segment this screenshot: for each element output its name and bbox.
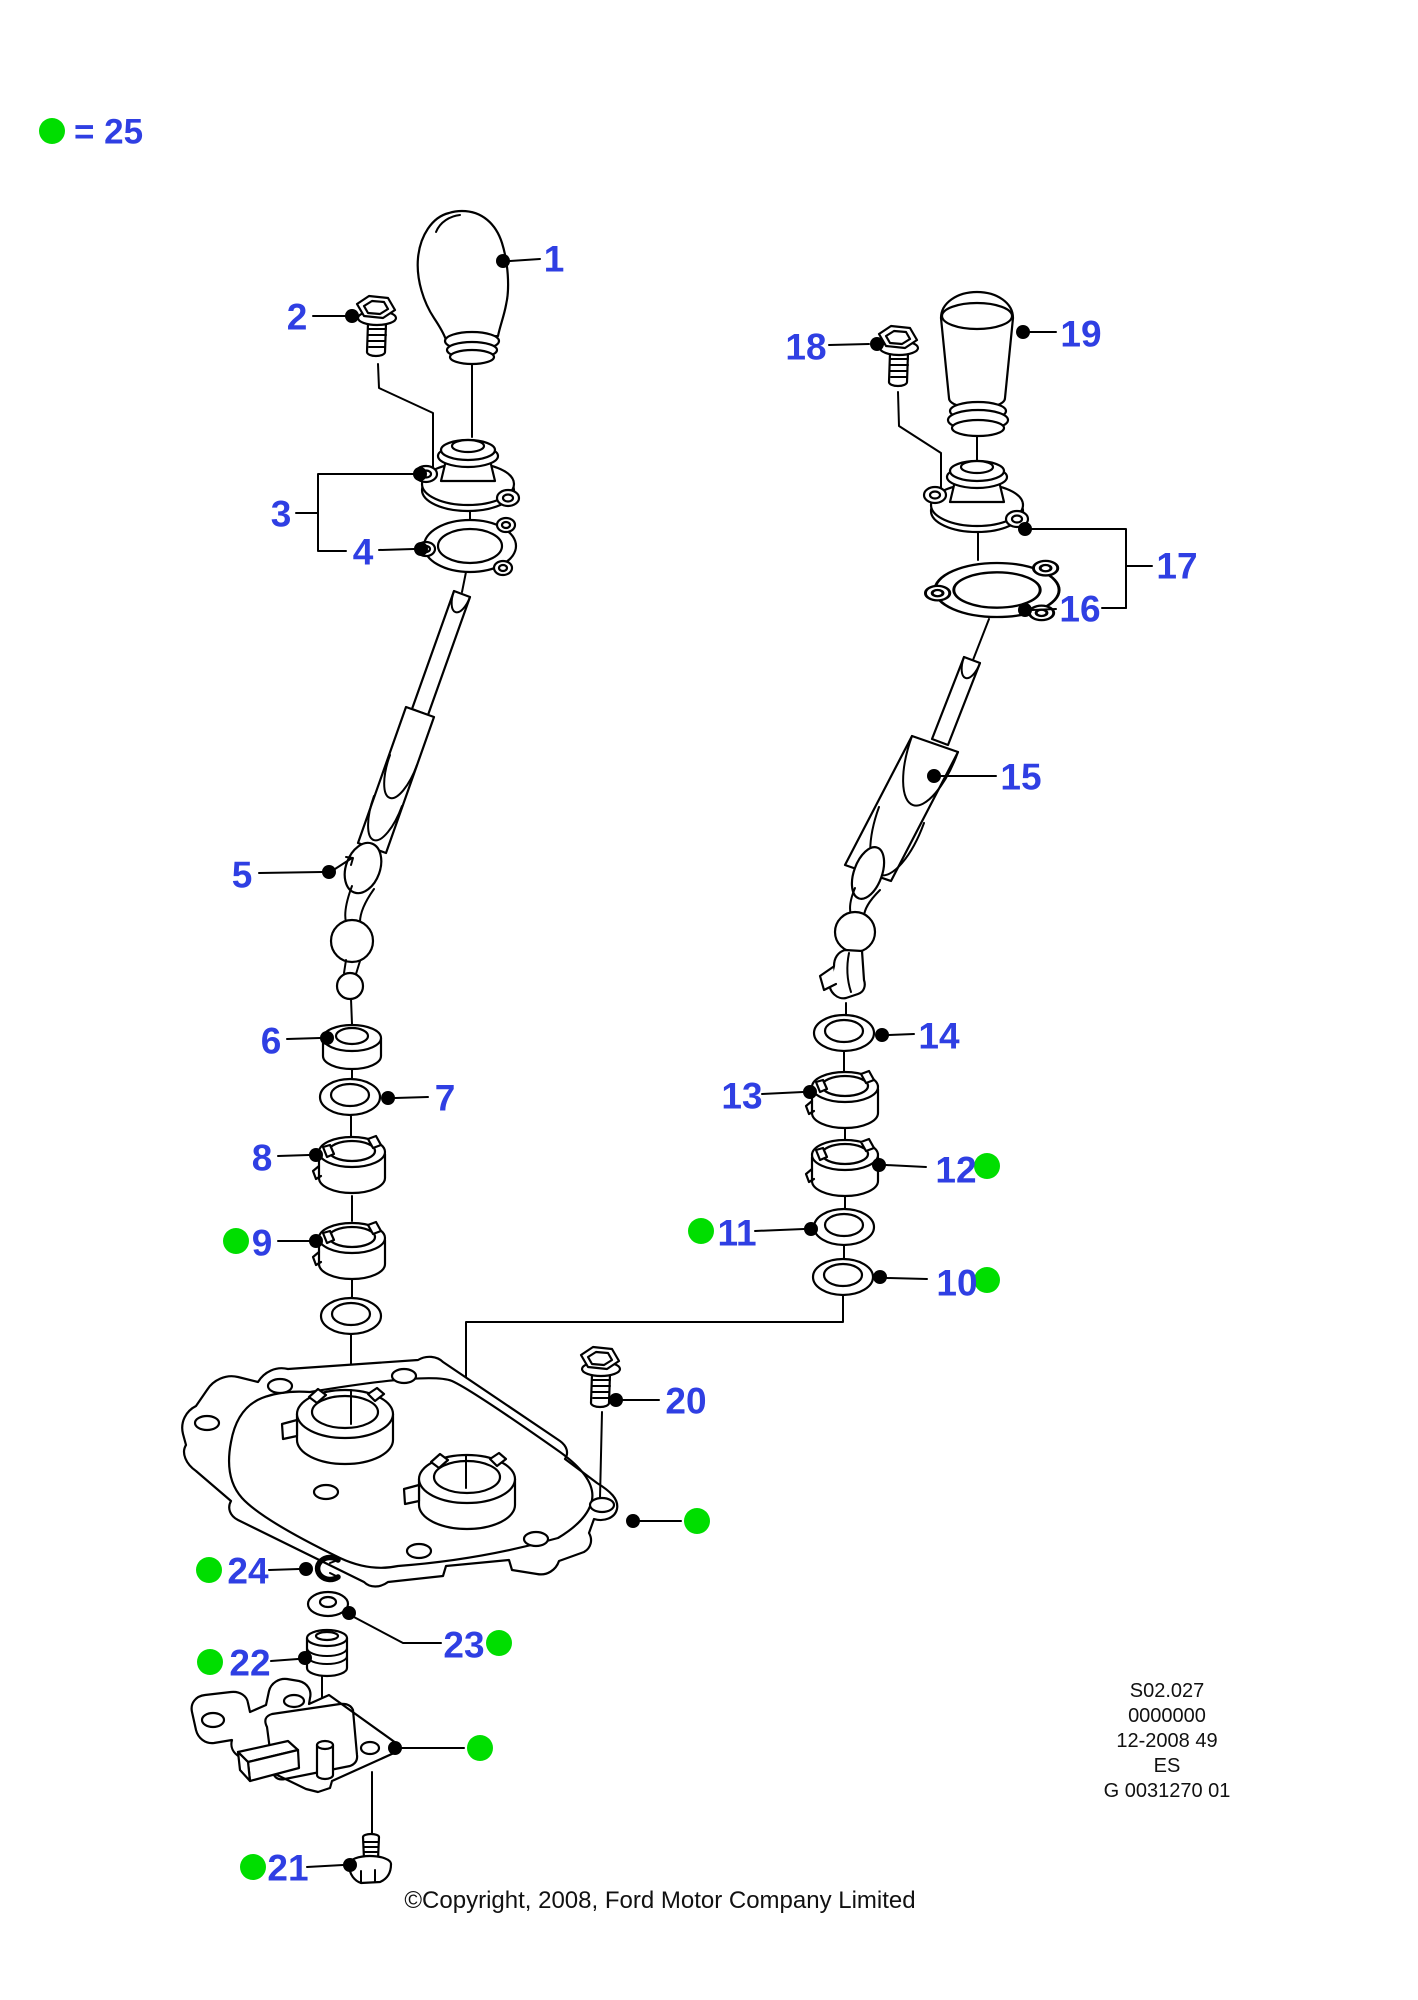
part-boot-housing-3 [413,438,521,513]
part-cup-bushing-12 [804,1137,880,1198]
green-marker-23 [486,1630,512,1656]
part-cover-plate [181,1355,619,1588]
callout-3[interactable]: 3 [271,493,292,534]
part-bolt-2 [355,294,398,358]
callout-22[interactable]: 22 [229,1642,270,1683]
callout-10[interactable]: 10 [936,1262,977,1303]
stamp-line-5: G 0031270 01 [1104,1780,1231,1802]
callout-4[interactable]: 4 [353,531,374,572]
part-washer-below-9 [319,1296,383,1336]
stamp-line-1: S02.027 [1130,1680,1205,1702]
part-washer-23 [306,1590,350,1618]
part-boot-housing-17 [922,459,1030,534]
callout-20[interactable]: 20 [665,1380,706,1421]
stamp-block: S02.027 0000000 12-2008 49 ES G 0031270 … [1104,1680,1231,1802]
part-shift-lever-5 [329,589,472,1001]
legend-equals-25: = 25 [74,113,143,152]
callout-19[interactable]: 19 [1060,313,1101,354]
part-gear-knob-1 [416,209,510,366]
callout-8[interactable]: 8 [252,1137,273,1178]
stamp-line-4: ES [1154,1755,1181,1777]
callout-13[interactable]: 13 [721,1075,762,1116]
green-marker-21 [240,1854,266,1880]
callout-15[interactable]: 15 [1000,756,1041,797]
part-bushing-22 [305,1628,349,1678]
stamp-line-3: 12-2008 49 [1116,1730,1217,1752]
callout-14[interactable]: 14 [918,1015,960,1056]
callout-21[interactable]: 21 [267,1847,308,1888]
part-shift-lever-15 [818,655,982,1000]
green-marker-legend [39,118,65,144]
copyright-text: ©Copyright, 2008, Ford Motor Company Lim… [404,1887,915,1914]
callout-17[interactable]: 17 [1156,545,1197,586]
callout-5[interactable]: 5 [232,854,253,895]
part-washer-7 [318,1077,382,1117]
green-marker-24 [196,1557,222,1583]
callout-anchor-dots [298,254,1032,1872]
part-gasket-4 [415,516,518,577]
callout-12[interactable]: 12 [935,1149,976,1190]
green-marker-11 [688,1218,714,1244]
part-gear-knob-19 [939,290,1015,438]
green-marker-9 [223,1228,249,1254]
part-ring-14 [812,1013,876,1053]
part-cup-bushing-9 [311,1220,387,1281]
part-cup-bushing-13 [804,1069,880,1130]
assembly-axis-lines [321,362,990,1835]
green-marker-10 [974,1267,1000,1293]
callout-leader-lines [258,258,1153,1868]
green-marker-plate [684,1508,710,1534]
bolt-20-leader [599,1411,603,1499]
green-marker-12 [974,1153,1000,1179]
callout-24[interactable]: 24 [227,1550,269,1591]
part-gasket-16 [923,559,1061,622]
part-washer-11 [812,1207,876,1247]
part-bolt-18 [877,324,920,388]
green-marker-bracket [467,1735,493,1761]
callout-9[interactable]: 9 [252,1222,273,1263]
green-availability-markers [39,118,1000,1880]
callout-11[interactable]: 11 [717,1212,756,1253]
callout-6[interactable]: 6 [261,1020,282,1061]
part-washer-10 [811,1257,875,1297]
part-cup-bushing-8 [311,1134,387,1195]
part-bottom-bracket [190,1677,398,1794]
part-c-clip-24 [314,1554,341,1583]
callout-7[interactable]: 7 [435,1077,456,1118]
stamp-line-2: 0000000 [1128,1705,1206,1727]
callout-2[interactable]: 2 [287,296,308,337]
callout-1[interactable]: 1 [544,238,565,279]
green-marker-22 [197,1649,223,1675]
part-bushing-ring-6 [321,1023,383,1071]
callout-16[interactable]: 16 [1059,588,1100,629]
callout-18[interactable]: 18 [785,326,826,367]
part-screw-21 [347,1832,393,1885]
callout-23[interactable]: 23 [443,1624,484,1665]
